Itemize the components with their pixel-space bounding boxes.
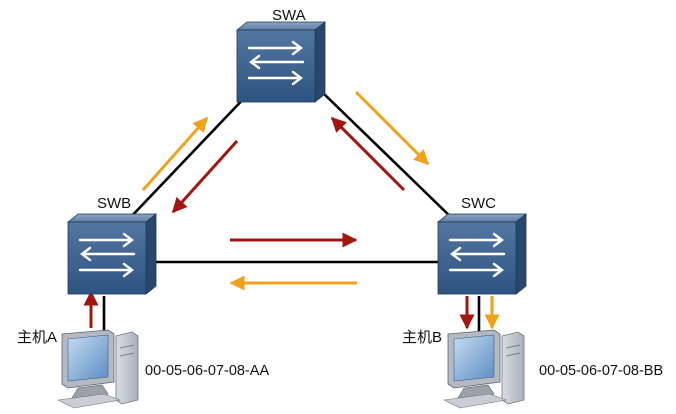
- switch-arrows-icon: [448, 232, 506, 278]
- arrow-swb-to-swa: [141, 116, 209, 191]
- link-swa-swc: [321, 91, 457, 223]
- switch-arrows-icon: [247, 40, 305, 86]
- arrow-swa-to-swc: [354, 90, 430, 166]
- swa-label: SWA: [272, 7, 306, 24]
- arrow-swa-to-swb: [171, 139, 239, 214]
- link-swa-swb: [125, 91, 251, 223]
- swb-label: SWB: [97, 195, 131, 212]
- swc-label: SWC: [461, 195, 496, 212]
- host-b-computer: [442, 329, 525, 409]
- host-a-computer: [56, 329, 139, 409]
- host-b-mac: 00-05-06-07-08-BB: [539, 363, 663, 379]
- switch-arrows-icon: [78, 232, 136, 278]
- switch-swc: [436, 213, 528, 295]
- switch-swa: [235, 21, 327, 103]
- host-b-label: 主机B: [402, 329, 442, 346]
- host-a-mac: 00-05-06-07-08-AA: [145, 363, 269, 379]
- arrow-swc-to-swa: [330, 116, 406, 192]
- switch-swb: [66, 213, 158, 295]
- host-a-label: 主机A: [17, 329, 57, 346]
